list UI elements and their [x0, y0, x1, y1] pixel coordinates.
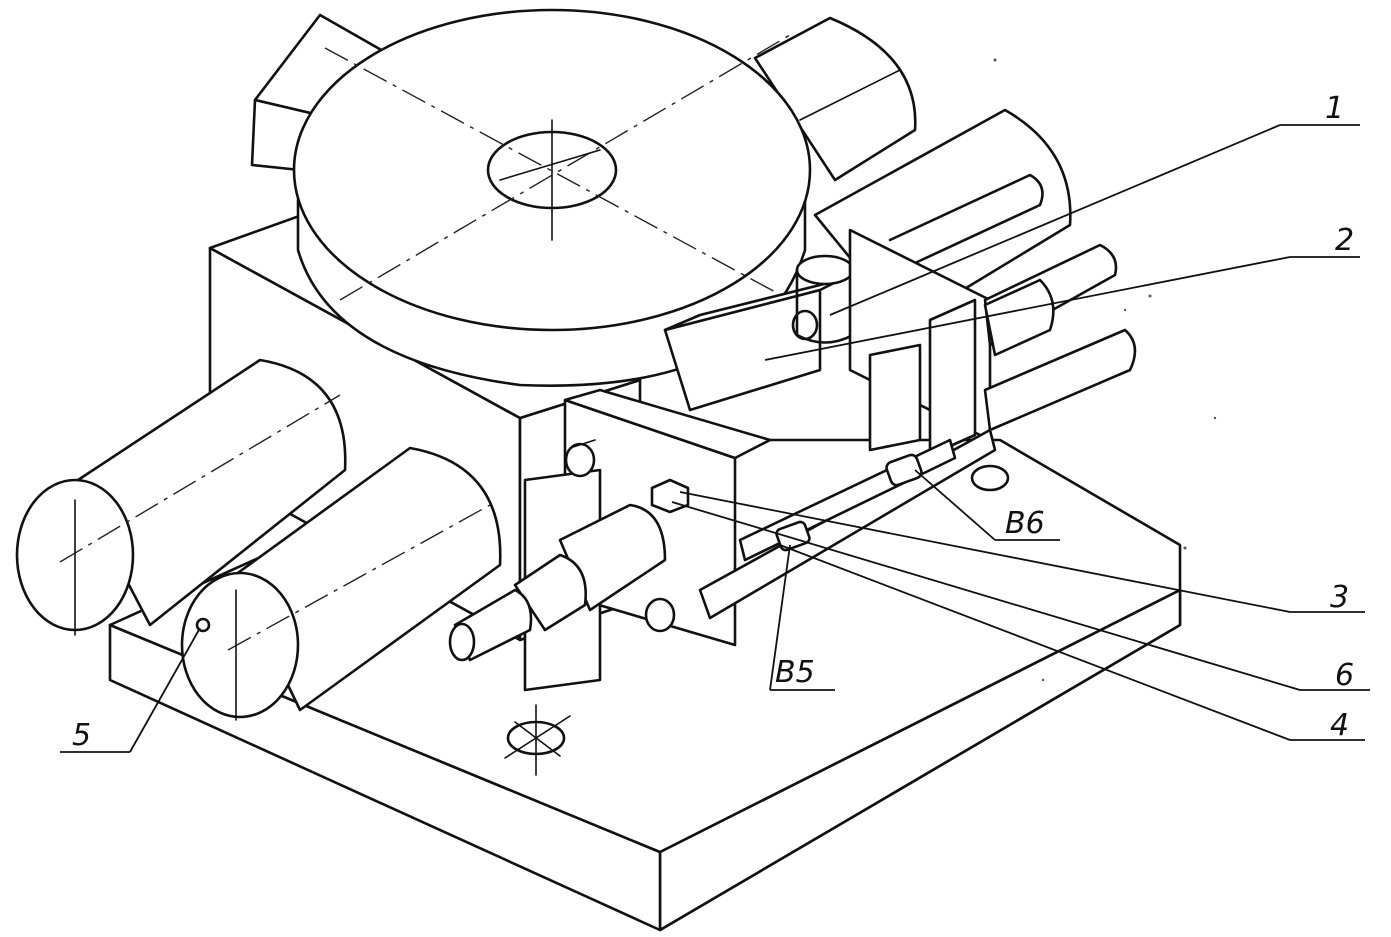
callout-B5: B5	[775, 655, 815, 690]
stop-block-B6	[885, 453, 923, 487]
cylinder-left-front	[180, 446, 502, 721]
callout-4: 4	[1330, 708, 1349, 743]
front-shaft	[448, 503, 667, 662]
callout-B6: B6	[1005, 506, 1045, 541]
adjusting-screw-3	[650, 478, 690, 514]
callout-2: 2	[1335, 223, 1354, 258]
front-bushing-upper	[564, 439, 596, 478]
callout-5: 5	[72, 718, 91, 753]
leader-lines	[60, 124, 1370, 753]
rail-hole	[970, 464, 1010, 492]
callout-6: 6	[1335, 658, 1354, 693]
callout-3: 3	[1330, 580, 1349, 615]
scan-specks	[993, 58, 1217, 682]
stop-block-B5	[775, 520, 811, 552]
right-support-frame	[848, 228, 992, 457]
base-mounting-hole	[504, 704, 571, 776]
rear-cylinder-right	[753, 16, 917, 182]
front-bushing-lower	[644, 597, 676, 633]
callout-1: 1	[1325, 91, 1344, 126]
right-shafts	[983, 243, 1137, 432]
cylinder-left-rear	[15, 358, 347, 636]
